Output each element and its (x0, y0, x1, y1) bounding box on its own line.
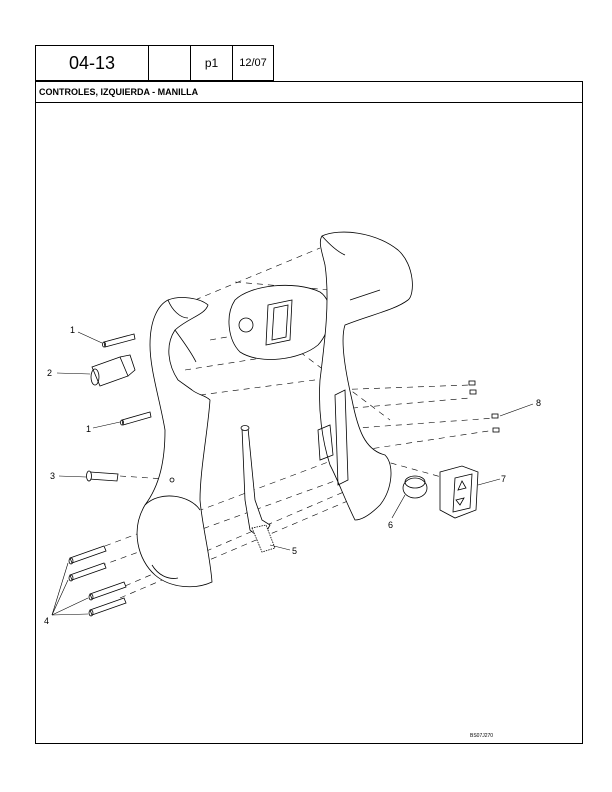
revision-date: 12/07 (232, 45, 274, 81)
bolts (68, 545, 127, 617)
section-number: 04-13 (35, 45, 148, 81)
page-title: CONTROLES, IZQUIERDA - MANILLA (36, 82, 582, 103)
callout-4: 4 (44, 616, 49, 626)
callout-8: 8 (536, 398, 541, 408)
blank-cell (148, 45, 190, 81)
content-frame: CONTROLES, IZQUIERDA - MANILLA (35, 81, 583, 744)
callout-2: 2 (47, 368, 52, 378)
page-number: p1 (190, 45, 232, 81)
tube (240, 425, 276, 553)
pin-lower (120, 411, 152, 426)
cover-plate (228, 284, 331, 360)
callout-7: 7 (501, 474, 506, 484)
callout-3: 3 (50, 471, 55, 481)
right-handle-housing (317, 231, 413, 521)
rocker-switch (439, 465, 479, 519)
header-table: 04-13 p1 12/07 (35, 45, 274, 81)
callout-1b: 1 (86, 424, 91, 434)
callout-5: 5 (292, 546, 297, 556)
end-cap (402, 475, 428, 499)
callout-1a: 1 (70, 325, 75, 335)
small-clips (468, 380, 500, 433)
pin-upper (102, 333, 136, 348)
leader-lines (51, 331, 534, 616)
callout-6: 6 (388, 520, 393, 530)
screw (86, 470, 119, 482)
drawing-reference: BS07J270 (470, 733, 494, 739)
left-handle-housing (136, 297, 213, 588)
actuator (90, 354, 136, 387)
